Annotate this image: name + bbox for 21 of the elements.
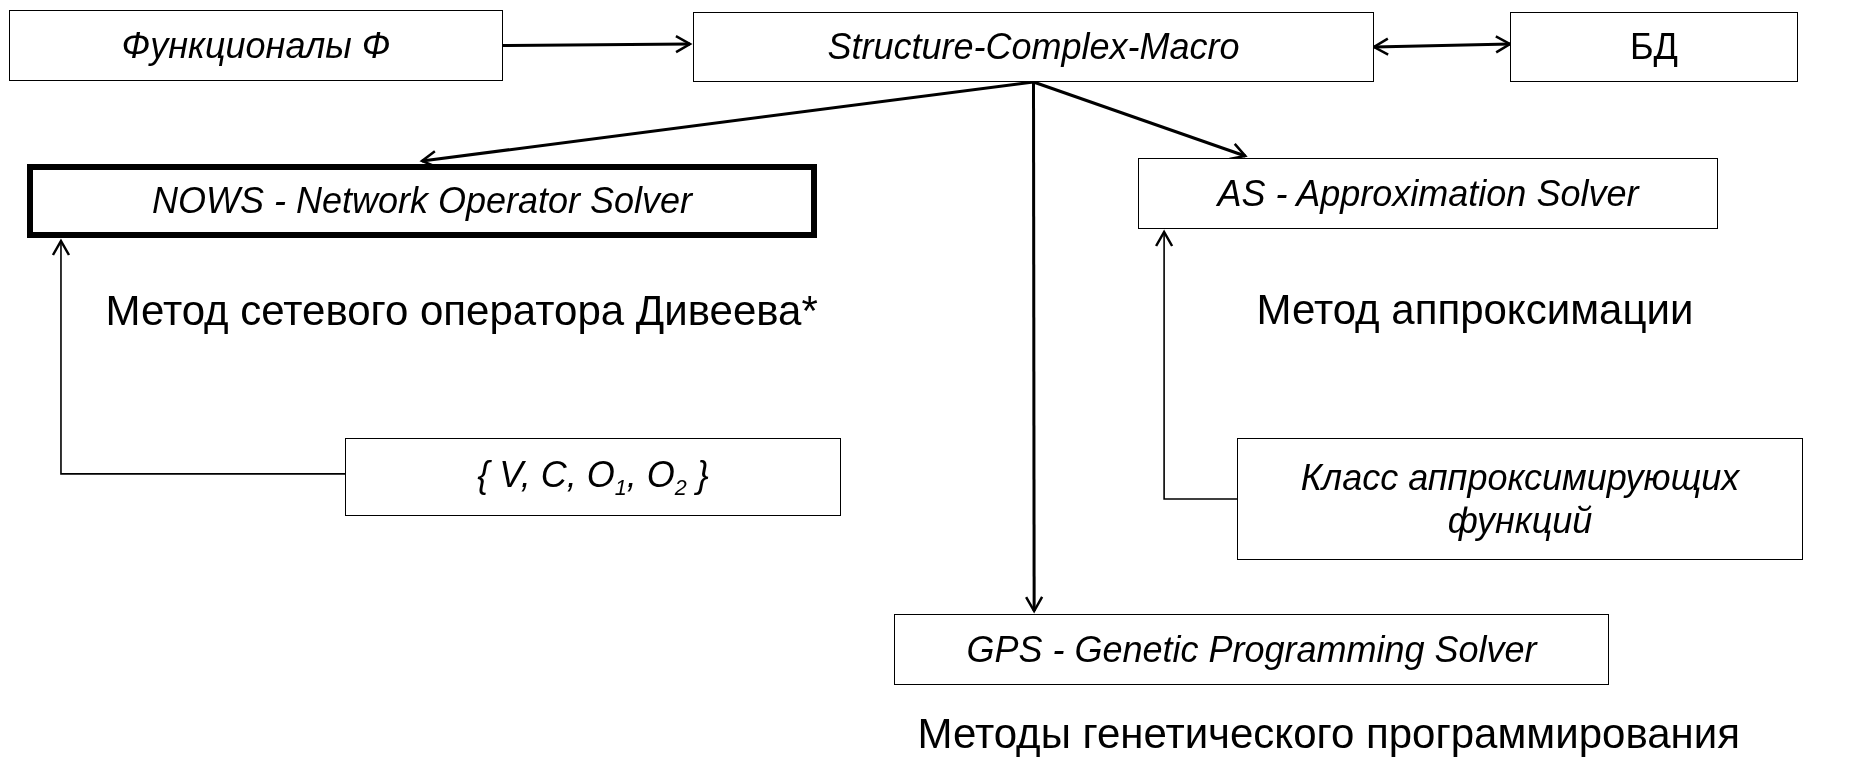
box-label: Класс аппроксимирующих функций [1299,455,1741,543]
arrow [1154,230,1238,500]
box-label: AS - Approximation Solver [1217,171,1639,216]
arrow [503,34,692,54]
box-label: Функционалы Ф [121,23,391,68]
box-label: GPS - Genetic Programming Solver [966,627,1537,672]
method-caption: Метод сетевого оператора Дивеева* [105,287,818,336]
process-box [693,12,1374,82]
method-caption: Методы генетического программирования [917,710,1740,759]
box-label: NOWS - Network Operator Solver [151,179,693,223]
process-box [9,10,503,81]
arrow [1024,82,1044,613]
box-label: Structure-Complex-Macro [827,25,1240,69]
box-label: { V, C, O$_{1}$, O$_{2}$ } [477,452,709,502]
arrow [51,239,346,475]
box-label: БД [1630,25,1678,69]
arrow [1372,35,1512,56]
method-caption: Метод аппроксимации [1256,286,1694,335]
process-box [1510,12,1798,82]
process-box [1237,438,1803,560]
process-box [345,438,841,516]
